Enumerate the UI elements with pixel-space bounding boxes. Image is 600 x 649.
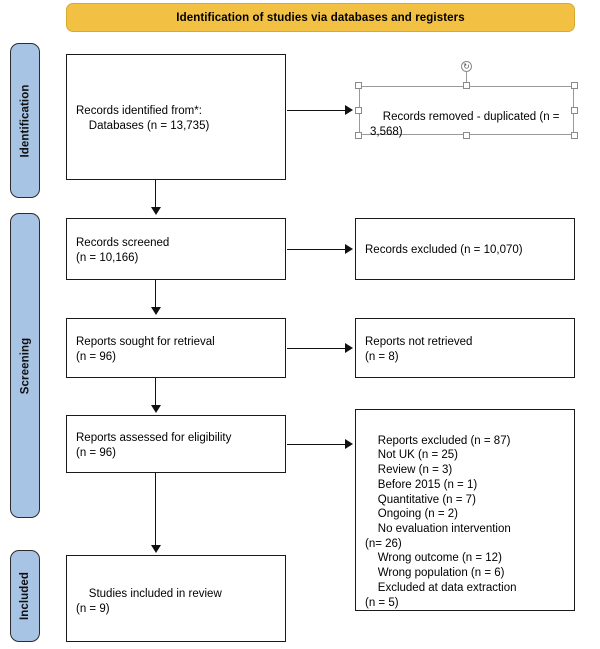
resize-handle-top-left[interactable]	[355, 82, 362, 89]
box-reports-excluded-detail: Reports excluded (n = 87) Not UK (n = 25…	[355, 409, 575, 611]
stage-banner-identification: Identification of studies via databases …	[66, 3, 575, 32]
resize-handle-bottom-left[interactable]	[355, 132, 362, 139]
connector-identified-to-removed	[287, 110, 345, 111]
phase-label-included: Included	[10, 550, 40, 642]
phase-label-identification-text: Identification	[19, 84, 31, 157]
arrowhead-screened-to-excluded	[345, 244, 353, 254]
box-records-screened-text: Records screened (n = 10,166)	[76, 236, 170, 264]
resize-handle-middle-right[interactable]	[571, 107, 578, 114]
arrowhead-identified-to-screened	[151, 207, 161, 215]
phase-label-included-text: Included	[19, 571, 31, 621]
resize-handle-top-center[interactable]	[463, 82, 470, 89]
arrowhead-identified-to-removed	[345, 105, 353, 115]
connector-sought-to-assessed	[155, 378, 156, 406]
resize-handle-bottom-center[interactable]	[463, 132, 470, 139]
resize-handle-bottom-right[interactable]	[571, 132, 578, 139]
phase-label-screening-text: Screening	[19, 337, 32, 394]
box-reports-not-retrieved-text: Reports not retrieved (n = 8)	[365, 335, 473, 363]
box-reports-sought: Reports sought for retrieval (n = 96)	[66, 318, 286, 378]
box-records-identified-text: Records identified from*: Databases (n =…	[76, 104, 210, 132]
arrowhead-assessed-to-included	[151, 545, 161, 553]
box-records-identified: Records identified from*: Databases (n =…	[66, 54, 286, 180]
phase-label-screening: Screening	[10, 213, 40, 518]
box-reports-assessed-text: Reports assessed for eligibility (n = 96…	[76, 431, 232, 459]
connector-screened-to-sought	[155, 280, 156, 308]
connector-assessed-to-included	[155, 473, 156, 546]
arrowhead-sought-to-not-retrieved	[345, 343, 353, 353]
connector-screened-to-excluded	[287, 249, 345, 250]
arrowhead-assessed-to-excluded-detail	[345, 439, 353, 449]
resize-handle-middle-left[interactable]	[355, 107, 362, 114]
resize-handle-top-right[interactable]	[571, 82, 578, 89]
box-records-screened: Records screened (n = 10,166)	[66, 218, 286, 280]
rotate-handle-icon[interactable]: ↻	[461, 61, 472, 72]
box-reports-excluded-detail-text: Reports excluded (n = 87) Not UK (n = 25…	[365, 434, 517, 609]
box-reports-sought-text: Reports sought for retrieval (n = 96)	[76, 335, 215, 363]
arrowhead-sought-to-assessed	[151, 405, 161, 413]
arrowhead-screened-to-sought	[151, 307, 161, 315]
box-studies-included: Studies included in review (n = 9)	[66, 555, 286, 642]
box-records-removed-selected[interactable]: Records removed - duplicated (n = 3,568)	[359, 86, 574, 139]
box-records-removed-text: Records removed - duplicated (n = 3,568)	[370, 111, 563, 139]
rotation-stem	[466, 72, 467, 86]
box-reports-assessed: Reports assessed for eligibility (n = 96…	[66, 415, 286, 473]
connector-assessed-to-excluded-detail	[287, 444, 345, 445]
box-reports-not-retrieved: Reports not retrieved (n = 8)	[355, 318, 575, 378]
box-records-excluded: Records excluded (n = 10,070)	[355, 218, 575, 280]
connector-identified-to-screened	[155, 180, 156, 208]
connector-sought-to-not-retrieved	[287, 348, 345, 349]
phase-label-identification: Identification	[10, 43, 40, 198]
box-records-excluded-text: Records excluded (n = 10,070)	[365, 244, 523, 257]
box-studies-included-text: Studies included in review (n = 9)	[76, 587, 222, 615]
